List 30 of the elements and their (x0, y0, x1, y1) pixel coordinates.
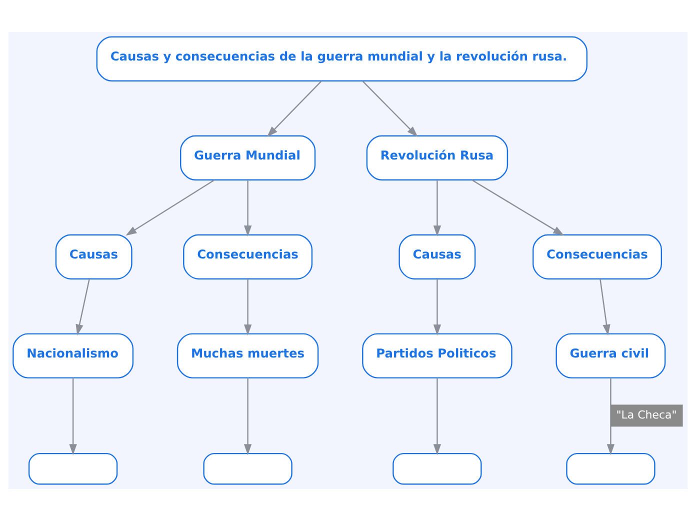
node-box (392, 452, 482, 484)
arrow (244, 180, 252, 236)
arrow (126, 179, 215, 236)
node-box (566, 452, 656, 484)
node-box (203, 452, 292, 484)
node-box: Causas y consecuencias de la guerra mundial y la revolución rusa. (96, 36, 588, 81)
arrow (244, 278, 252, 336)
edge-label: "La Checa" (616, 408, 677, 421)
node-box: Guerra civil (556, 332, 666, 378)
arrow (606, 377, 615, 455)
node-box: Consecuencias (183, 234, 313, 279)
arrow (76, 278, 90, 335)
arrow (433, 180, 442, 236)
arrow (244, 377, 252, 455)
node-box: Causas (398, 234, 476, 279)
arrow (600, 278, 610, 335)
node-box: Muchas muertes (176, 332, 319, 378)
arrow (266, 80, 322, 137)
node-box (28, 452, 118, 484)
node-box: Nacionalismo (12, 332, 134, 378)
arrow (69, 377, 77, 455)
node-box: Revolución Rusa (366, 134, 508, 180)
node-box: Causas (55, 234, 132, 279)
node-box: Consecuencias (532, 234, 662, 279)
node-box: Partidos Politicos (362, 332, 512, 378)
arrow (472, 179, 564, 236)
arrow (433, 278, 442, 336)
arrow (433, 377, 442, 455)
node-box: Guerra Mundial (180, 134, 316, 180)
arrow (362, 80, 418, 137)
